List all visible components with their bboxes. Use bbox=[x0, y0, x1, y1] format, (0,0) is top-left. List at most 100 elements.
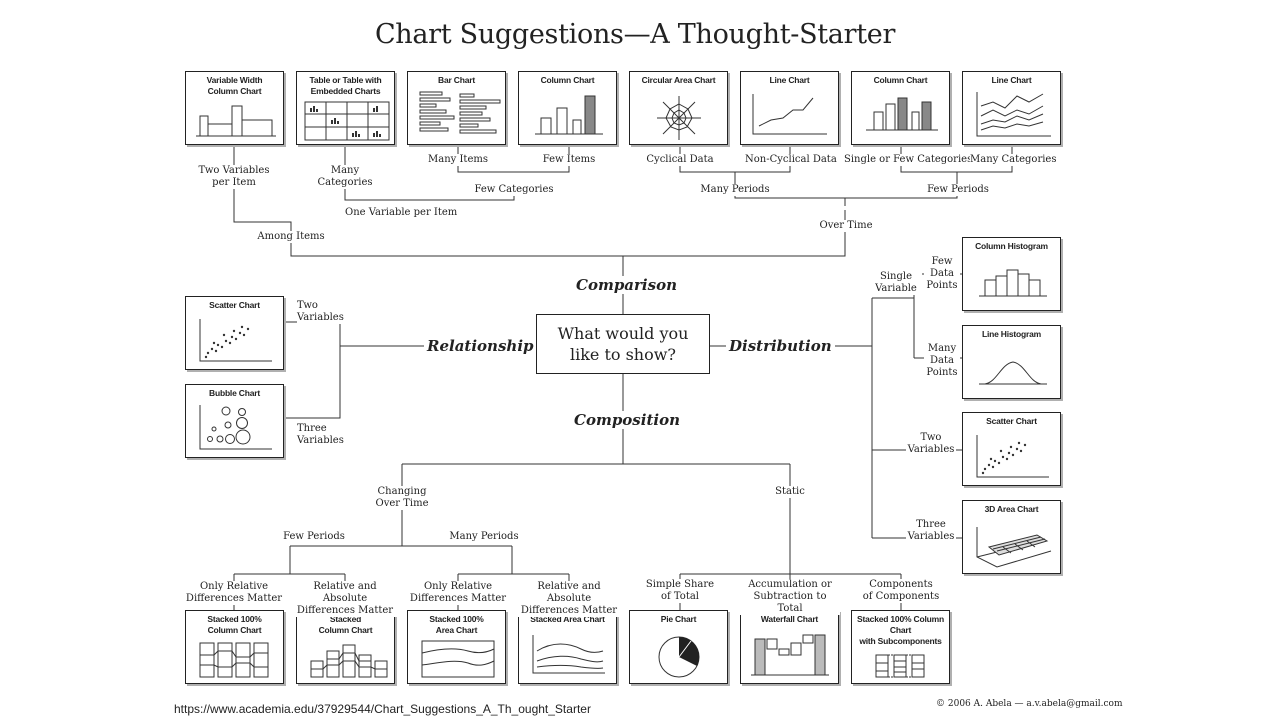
card-label: Stacked Column Chart bbox=[318, 614, 373, 635]
card-label: Column Chart bbox=[540, 75, 595, 85]
card-label: Column Chart bbox=[873, 75, 928, 85]
label-three-variables-relationship: Three Variables bbox=[297, 423, 357, 447]
label-relative-and-absolute-2: Relative and Absolute Differences Matter bbox=[514, 581, 624, 617]
card-label: Pie Chart bbox=[660, 614, 697, 624]
stacked-100-area-chart-card: Stacked 100% Area Chart bbox=[407, 610, 506, 684]
variable-width-column-chart-card: Variable Width Column Chart bbox=[185, 71, 284, 145]
card-label: Circular Area Chart bbox=[641, 75, 716, 85]
label-two-variables-per-item: Two Variables per Item bbox=[194, 165, 274, 189]
label-three-variables-distribution: Three Variables bbox=[906, 519, 956, 543]
label-few-data-points: Few Data Points bbox=[924, 256, 960, 292]
card-label: Scatter Chart bbox=[986, 416, 1037, 426]
card-label: Bubble Chart bbox=[209, 388, 260, 398]
3d-area-chart-icon bbox=[976, 527, 1052, 568]
card-label: Line Chart bbox=[991, 75, 1032, 85]
card-label: Scatter Chart bbox=[209, 300, 260, 310]
label-one-variable-per-item: One Variable per Item bbox=[345, 207, 458, 219]
label-many-categories-line: Many Categories bbox=[970, 154, 1057, 166]
waterfall-chart-card: Waterfall Chart bbox=[740, 610, 839, 684]
category-composition: Composition bbox=[571, 411, 683, 429]
stacked-100-area-icon bbox=[421, 640, 495, 678]
label-non-cyclical-data: Non-Cyclical Data bbox=[745, 154, 837, 166]
label-simple-share-of-total: Simple Share of Total bbox=[640, 579, 720, 603]
label-changing-over-time: Changing Over Time bbox=[367, 486, 437, 510]
source-url: https://www.academia.edu/37929544/Chart_… bbox=[174, 702, 591, 716]
card-label: Stacked 100% Column Chart bbox=[207, 614, 262, 635]
label-many-periods-composition: Many Periods bbox=[449, 531, 519, 543]
line-chart-many-categories-card: Line Chart bbox=[962, 71, 1061, 145]
stacked-column-icon bbox=[310, 644, 388, 678]
scatter-chart-distribution-card: Scatter Chart bbox=[962, 412, 1061, 486]
copyright: © 2006 A. Abela — a.v.abela@gmail.com bbox=[936, 699, 1123, 709]
stacked-column-chart-card: Stacked Column Chart bbox=[296, 610, 395, 684]
stacked-area-chart-card: Stacked Area Chart bbox=[518, 610, 617, 684]
label-few-periods-top: Few Periods bbox=[926, 184, 990, 196]
line-histogram-card: Line Histogram bbox=[962, 325, 1061, 399]
label-only-relative-differences-1: Only Relative Differences Matter bbox=[184, 581, 284, 605]
line-chart-noncyclical-card: Line Chart bbox=[740, 71, 839, 145]
label-few-items: Few Items bbox=[529, 154, 609, 166]
bar-chart-icon bbox=[419, 91, 501, 134]
label-two-variables-relationship: Two Variables bbox=[297, 300, 357, 324]
card-label: Stacked 100% Area Chart bbox=[429, 614, 484, 635]
label-many-periods-top: Many Periods bbox=[700, 184, 770, 196]
category-relationship: Relationship bbox=[424, 337, 537, 355]
category-distribution: Distribution bbox=[726, 337, 835, 355]
column-histogram-icon bbox=[979, 269, 1047, 297]
scatter-chart-icon bbox=[976, 435, 1049, 478]
label-few-categories: Few Categories bbox=[469, 184, 559, 196]
variable-width-column-icon bbox=[196, 105, 276, 137]
label-over-time: Over Time bbox=[815, 220, 877, 232]
card-label: Variable Width Column Chart bbox=[206, 75, 263, 96]
table-grid-icon bbox=[304, 101, 390, 141]
label-two-variables-distribution: Two Variables bbox=[906, 432, 956, 456]
label-many-categories: Many Categories bbox=[305, 165, 385, 189]
pie-chart-card: Pie Chart bbox=[629, 610, 728, 684]
column-histogram-card: Column Histogram bbox=[962, 237, 1061, 311]
column-chart-icon bbox=[535, 95, 603, 135]
card-label: Stacked Area Chart bbox=[530, 614, 605, 624]
scatter-chart-relationship-card: Scatter Chart bbox=[185, 296, 284, 370]
label-static: Static bbox=[770, 486, 810, 498]
stacked-100-column-icon bbox=[199, 642, 269, 678]
bubble-chart-icon bbox=[199, 405, 272, 450]
label-single-or-few-categories: Single or Few Categories bbox=[844, 154, 973, 166]
pie-chart-icon bbox=[658, 636, 700, 678]
label-single-variable: Single Variable bbox=[870, 271, 922, 295]
label-accumulation-or-subtraction: Accumulation or Subtraction to Total bbox=[740, 579, 840, 615]
card-label: Line Chart bbox=[769, 75, 810, 85]
line-histogram-icon bbox=[979, 361, 1047, 385]
stacked-100-subcomponents-icon bbox=[875, 654, 925, 678]
stacked-100-column-chart-card: Stacked 100% Column Chart bbox=[185, 610, 284, 684]
column-chart-icon bbox=[866, 97, 938, 131]
waterfall-chart-icon bbox=[751, 634, 829, 676]
column-chart-over-time-card: Column Chart bbox=[851, 71, 950, 145]
label-components-of-components: Components of Components bbox=[856, 579, 946, 603]
line-chart-icon bbox=[752, 94, 827, 135]
card-label: Bar Chart bbox=[438, 75, 475, 85]
bubble-chart-card: Bubble Chart bbox=[185, 384, 284, 458]
label-only-relative-differences-2: Only Relative Differences Matter bbox=[408, 581, 508, 605]
card-label: Stacked 100% Column Chart with Subcompon… bbox=[857, 614, 944, 646]
label-cyclical-data: Cyclical Data bbox=[640, 154, 720, 166]
label-many-data-points: Many Data Points bbox=[924, 343, 960, 379]
scatter-chart-icon bbox=[199, 319, 272, 362]
stacked-area-icon bbox=[532, 635, 605, 674]
label-among-items: Among Items bbox=[256, 231, 326, 243]
card-label: Line Histogram bbox=[981, 329, 1042, 339]
card-label: Table or Table with Embedded Charts bbox=[309, 75, 382, 96]
table-embedded-charts-card: Table or Table with Embedded Charts bbox=[296, 71, 395, 145]
radar-chart-icon bbox=[657, 96, 701, 140]
circular-area-chart-card: Circular Area Chart bbox=[629, 71, 728, 145]
column-chart-few-items-card: Column Chart bbox=[518, 71, 617, 145]
card-label: Column Histogram bbox=[975, 241, 1048, 251]
card-label: Waterfall Chart bbox=[760, 614, 819, 624]
label-relative-and-absolute-1: Relative and Absolute Differences Matter bbox=[290, 581, 400, 617]
stacked-100-column-subcomponents-card: Stacked 100% Column Chart with Subcompon… bbox=[851, 610, 950, 684]
label-few-periods-composition: Few Periods bbox=[282, 531, 346, 543]
multi-line-chart-icon bbox=[976, 92, 1051, 137]
center-question: What would you like to show? bbox=[536, 314, 710, 374]
label-many-items: Many Items bbox=[418, 154, 498, 166]
category-comparison: Comparison bbox=[573, 276, 680, 294]
bar-chart-card: Bar Chart bbox=[407, 71, 506, 145]
